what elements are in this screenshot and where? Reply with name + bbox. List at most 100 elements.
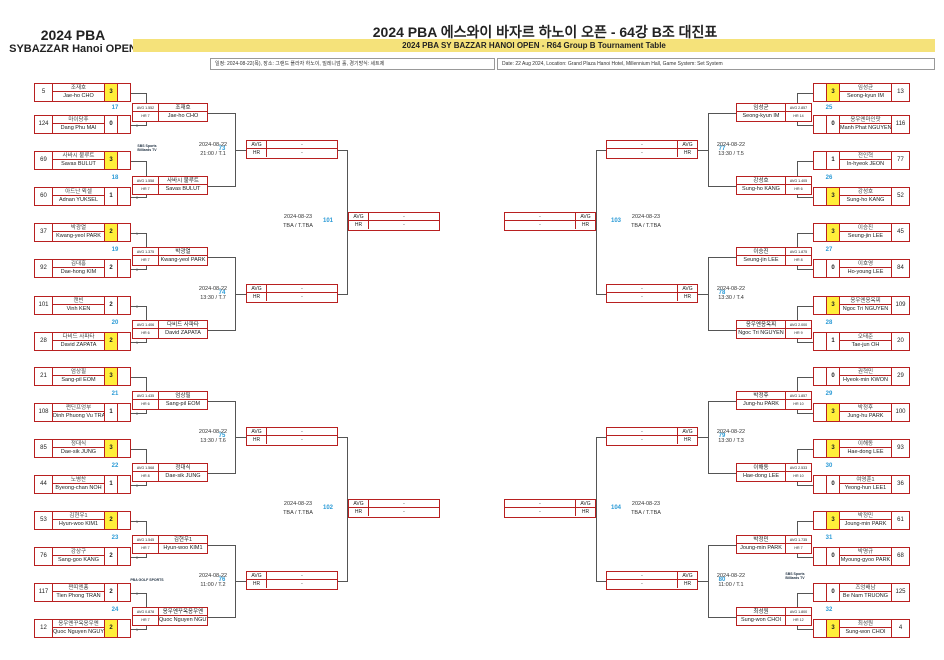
- match-number: 27: [825, 247, 833, 253]
- player-seed: 85: [35, 440, 53, 457]
- match-result-box[interactable]: AVG-HR-: [606, 283, 698, 303]
- player-name-korean: 엄상필: [53, 368, 104, 376]
- player-name-korean: 여영훈1: [840, 476, 891, 484]
- final-result-box[interactable]: AVG-HR-: [504, 499, 596, 518]
- player-name-english: Sung-won CHOI: [845, 629, 886, 635]
- final-result-box[interactable]: AVG-HR-: [348, 211, 440, 231]
- bracket-line: [697, 293, 709, 295]
- player-seed: 116: [891, 116, 909, 133]
- bracket-line: [708, 330, 736, 331]
- match-number: 103: [610, 217, 621, 224]
- match-result-box[interactable]: AVG-HR-: [246, 283, 338, 303]
- player-seed: 37: [35, 224, 53, 241]
- player-seed: 109: [891, 297, 909, 314]
- final-result-box[interactable]: AVG-HR-: [348, 499, 440, 518]
- hr-label: HR: [349, 220, 369, 229]
- bracket-line: [131, 593, 147, 594]
- winner-avg: AVG 0.878: [133, 608, 158, 616]
- final-result-box[interactable]: AVG-HR-: [504, 211, 596, 231]
- match-result-box[interactable]: AVG-HR-: [606, 571, 698, 590]
- match-result-box[interactable]: AVG-HR-: [606, 139, 698, 159]
- match-number: 20: [111, 320, 119, 326]
- match-result-box[interactable]: AVG-HR-: [246, 571, 338, 590]
- bracket-line: [338, 437, 348, 438]
- match-number: 79: [718, 433, 726, 439]
- hr-value: -: [641, 293, 643, 300]
- hr-value: -: [641, 437, 643, 443]
- match-number: 30: [825, 463, 833, 469]
- player-seed: 5: [35, 84, 53, 101]
- bracket-line: [338, 581, 348, 582]
- match-date: 2024-08-22: [198, 141, 228, 148]
- page-subtitle: 2024 PBA SY BAZZAR HANOI OPEN - R64 Grou…: [133, 39, 935, 52]
- player-name-korean: 마이당푸: [53, 116, 104, 124]
- player-name-english: Adnan YUKSEL: [58, 197, 99, 203]
- avg-row: AVG-: [247, 428, 337, 436]
- player-name-english: Hyeok-min KWON: [843, 377, 888, 383]
- match-result-box[interactable]: AVG-HR-: [246, 427, 338, 446]
- match-result-box[interactable]: AVG-HR-: [246, 139, 338, 159]
- player-seed: 12: [35, 620, 53, 637]
- player-name-korean: 아드난 윅셀: [53, 188, 104, 196]
- match-result-box[interactable]: AVG-HR-: [606, 427, 698, 446]
- player-name-korean: 강성호: [840, 188, 891, 196]
- player-score: 1: [826, 333, 840, 350]
- match-time: 13:30 / T.6: [200, 438, 226, 444]
- avg-row: AVG-: [607, 284, 697, 293]
